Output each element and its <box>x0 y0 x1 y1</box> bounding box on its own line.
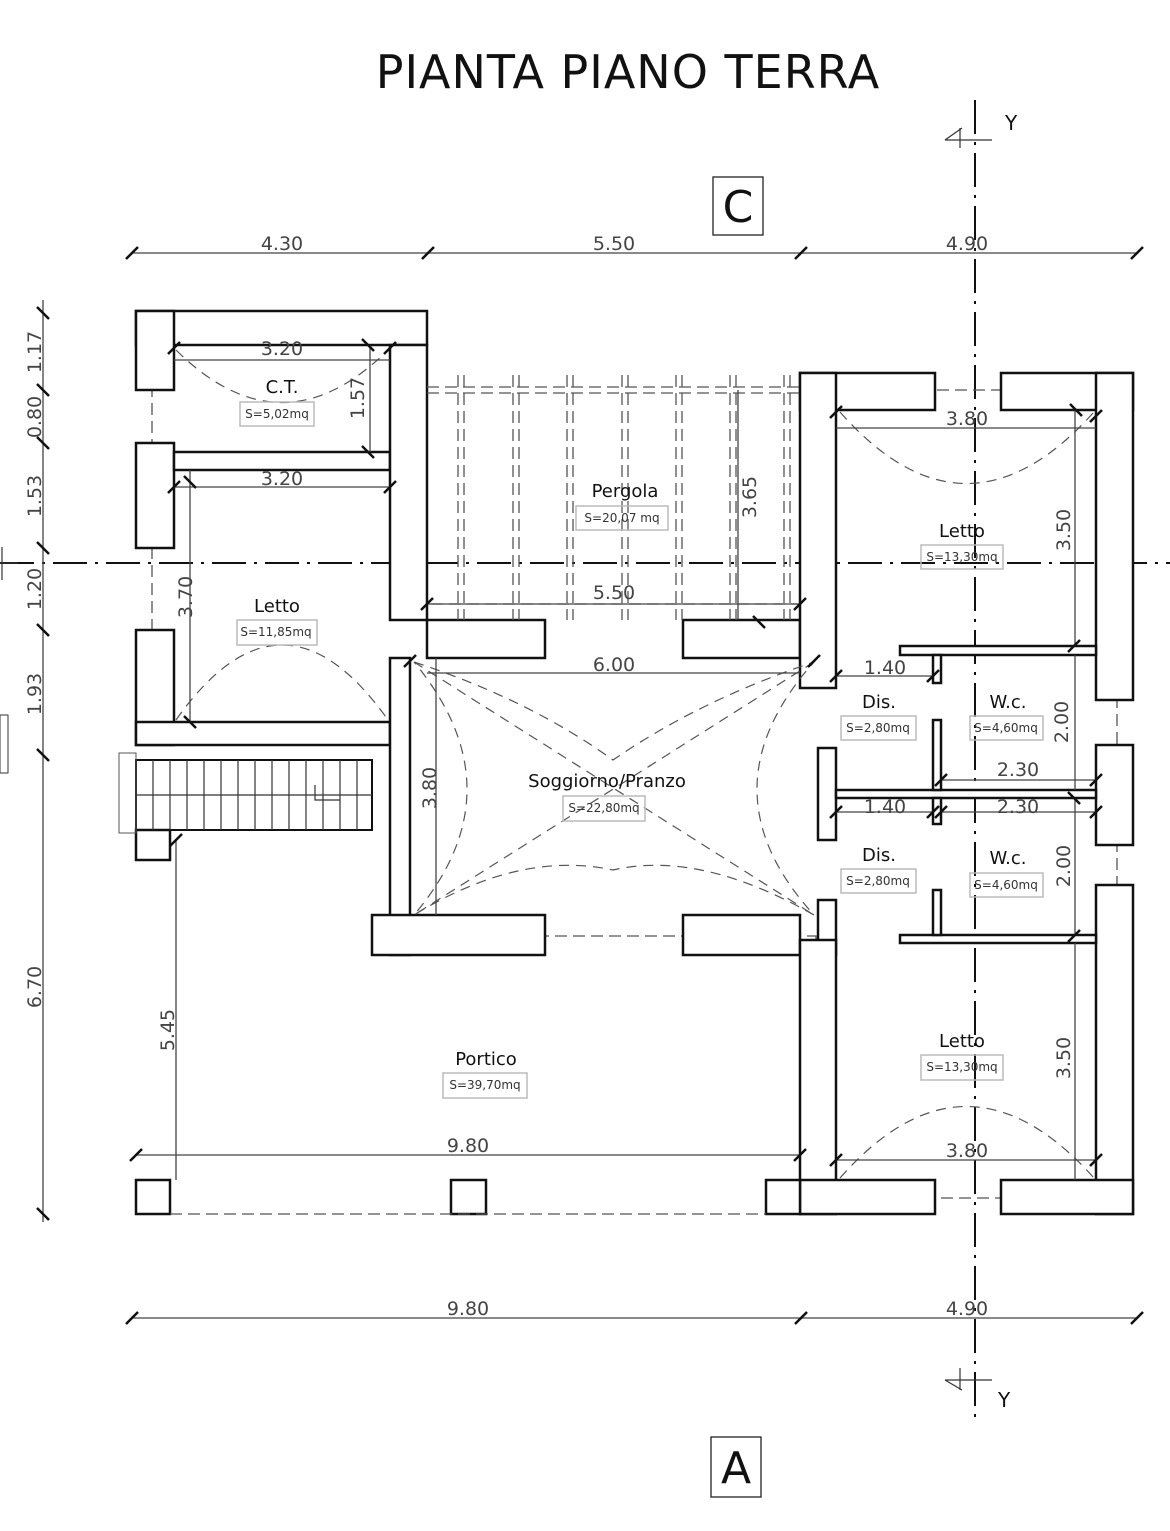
room-letto-left: Letto S=11,85mq <box>236 596 318 646</box>
svg-text:Pergola: Pergola <box>592 481 659 502</box>
svg-text:Letto: Letto <box>939 521 985 542</box>
svg-text:Portico: Portico <box>455 1049 517 1070</box>
room-letto-top-right: Letto S=13,30mq <box>920 521 1004 570</box>
svg-text:5.50: 5.50 <box>593 233 635 255</box>
svg-text:3.50: 3.50 <box>1053 1037 1075 1079</box>
staircase <box>118 752 373 834</box>
room-ct: C.T. S=5,02mq <box>239 377 315 427</box>
svg-text:S=2,80mq: S=2,80mq <box>846 721 910 735</box>
room-dis-1: Dis. S=2,80mq <box>840 692 917 741</box>
svg-text:9.80: 9.80 <box>447 1135 489 1157</box>
svg-text:1.20: 1.20 <box>24 568 46 610</box>
room-dis-2: Dis. S=2,80mq <box>840 845 917 894</box>
svg-text:W.c.: W.c. <box>989 692 1026 713</box>
top-dimension-line: 4.30 5.50 4.90 <box>125 233 1144 260</box>
svg-text:4.90: 4.90 <box>946 1298 988 1320</box>
plan-title: PIANTA PIANO TERRA <box>376 45 881 99</box>
room-portico: Portico S=39,70mq <box>442 1049 528 1099</box>
axis-y-bottom-symbol: Y <box>944 1368 1011 1412</box>
svg-text:0.80: 0.80 <box>24 396 46 438</box>
svg-text:Soggiorno/Pranzo: Soggiorno/Pranzo <box>528 771 686 792</box>
section-marker-a: A <box>710 1436 762 1498</box>
interior-dimensions: 3.20 1.57 3.20 3.70 3.65 5.50 6.00 3.80 … <box>129 338 1103 1180</box>
svg-text:3.80: 3.80 <box>419 767 441 809</box>
left-dimension-line: 1.17 0.80 1.53 1.20 1.93 6.70 <box>24 300 50 1222</box>
bottom-dimension-line: 9.80 4.90 <box>125 1298 1144 1325</box>
svg-text:S=5,02mq: S=5,02mq <box>245 407 309 421</box>
room-letto-bottom-right: Letto S=13,30mq <box>920 1031 1004 1081</box>
room-soggiorno-pranzo: Soggiorno/Pranzo S=22,80mq <box>528 771 686 822</box>
svg-text:3.80: 3.80 <box>946 408 988 430</box>
svg-text:S=13,30mq: S=13,30mq <box>926 1060 997 1074</box>
walls <box>134 309 1135 1216</box>
svg-text:3.65: 3.65 <box>739 476 761 518</box>
svg-text:5.45: 5.45 <box>157 1009 179 1051</box>
axis-y-top-symbol: Y <box>944 111 1018 148</box>
svg-text:S=4,60mq: S=4,60mq <box>974 721 1038 735</box>
svg-text:6.00: 6.00 <box>593 654 635 676</box>
svg-text:9.80: 9.80 <box>447 1298 489 1320</box>
svg-text:S=13,30mq: S=13,30mq <box>926 550 997 564</box>
axis-x-symbol <box>0 547 18 580</box>
svg-text:Letto: Letto <box>939 1031 985 1052</box>
svg-text:Dis.: Dis. <box>862 845 896 866</box>
svg-text:3.50: 3.50 <box>1053 509 1075 551</box>
svg-text:1.40: 1.40 <box>864 796 906 818</box>
svg-text:1.17: 1.17 <box>24 331 46 373</box>
svg-text:3.20: 3.20 <box>261 468 303 490</box>
svg-text:2.00: 2.00 <box>1053 845 1075 887</box>
svg-text:S=20,07 mq: S=20,07 mq <box>584 511 659 525</box>
svg-text:2.00: 2.00 <box>1051 701 1073 743</box>
room-pergola: Pergola S=20,07 mq <box>575 481 669 531</box>
svg-text:S=22,80mq: S=22,80mq <box>568 801 639 815</box>
svg-text:A: A <box>721 1443 751 1494</box>
svg-text:2.30: 2.30 <box>997 759 1039 781</box>
svg-text:S=2,80mq: S=2,80mq <box>846 874 910 888</box>
svg-text:1.57: 1.57 <box>347 377 369 419</box>
svg-text:6.70: 6.70 <box>24 966 46 1008</box>
svg-text:2.30: 2.30 <box>997 796 1039 818</box>
svg-text:3.80: 3.80 <box>946 1140 988 1162</box>
room-wc-2: W.c. S=4,60mq <box>969 848 1044 898</box>
svg-text:C.T.: C.T. <box>266 377 299 398</box>
section-marker-c: C <box>712 176 764 236</box>
svg-text:3.20: 3.20 <box>261 338 303 360</box>
svg-text:Letto: Letto <box>254 596 300 617</box>
svg-text:C: C <box>723 182 754 233</box>
svg-text:S=39,70mq: S=39,70mq <box>449 1078 520 1092</box>
svg-text:Dis.: Dis. <box>862 692 896 713</box>
svg-text:Y: Y <box>997 1388 1011 1412</box>
svg-text:S=11,85mq: S=11,85mq <box>240 625 311 639</box>
svg-text:1.53: 1.53 <box>24 475 46 517</box>
room-wc-1: W.c. S=4,60mq <box>969 692 1044 741</box>
svg-text:S=4,60mq: S=4,60mq <box>974 878 1038 892</box>
door-swings <box>175 349 1095 1179</box>
svg-text:1.40: 1.40 <box>864 657 906 679</box>
svg-text:4.90: 4.90 <box>946 233 988 255</box>
svg-text:4.30: 4.30 <box>261 233 303 255</box>
svg-text:1.93: 1.93 <box>24 673 46 715</box>
svg-text:W.c.: W.c. <box>989 848 1026 869</box>
svg-text:5.50: 5.50 <box>593 582 635 604</box>
side-marker <box>0 714 9 774</box>
svg-text:3.70: 3.70 <box>175 576 197 618</box>
svg-text:Y: Y <box>1004 111 1018 135</box>
